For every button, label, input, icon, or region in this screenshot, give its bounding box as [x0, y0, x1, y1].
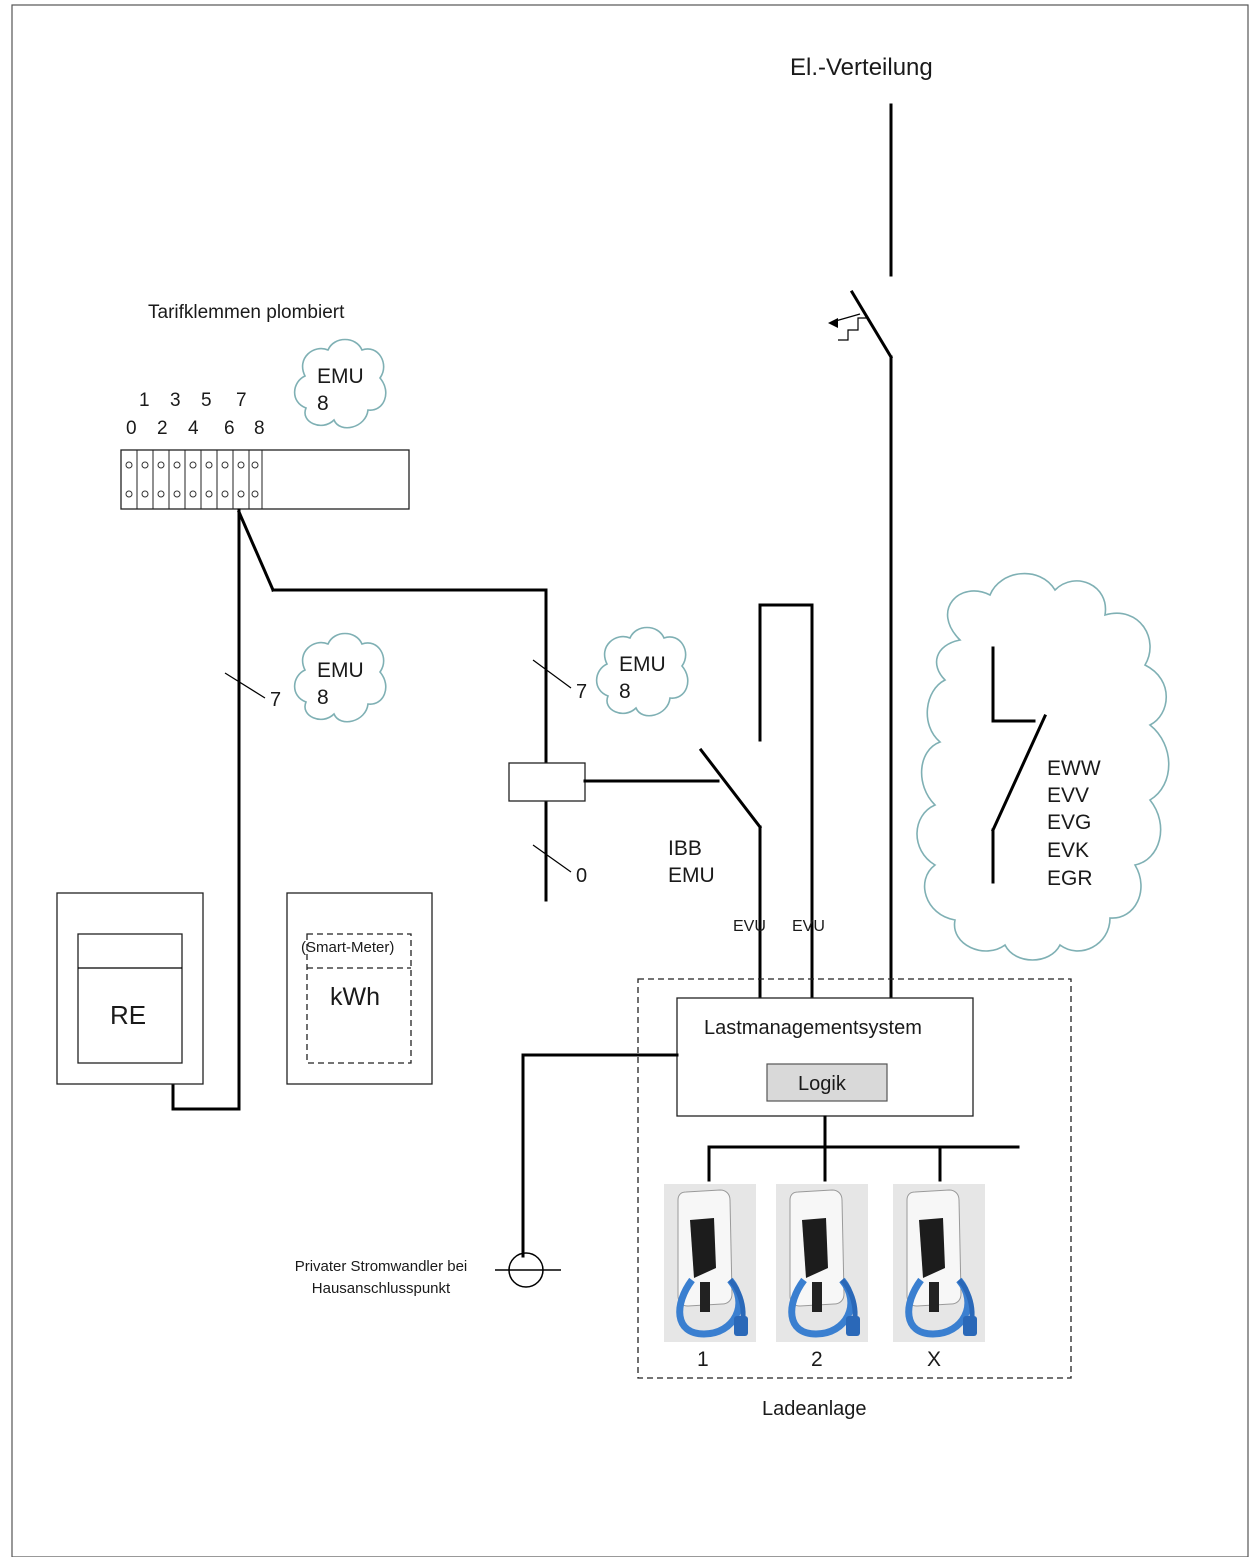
- kwh-label: kWh: [330, 983, 380, 1011]
- stromwandler-label: Privater Stromwandler bei: [295, 1258, 468, 1275]
- evu-label: EVU: [733, 918, 766, 935]
- ew-code: EVK: [1047, 839, 1089, 862]
- ew-switch-contact: [991, 646, 1047, 884]
- ew-signal-cloud: [916, 572, 1170, 961]
- current-transformer-icon: [495, 1252, 561, 1288]
- charger-label: X: [927, 1348, 941, 1371]
- stromwandler-label: Hausanschlusspunkt: [312, 1280, 451, 1297]
- el-verteilung-label: El.-Verteilung: [790, 54, 933, 81]
- lastmanagement-box: Lastmanagementsystem Logik: [676, 997, 974, 1117]
- page-frame: [11, 4, 1249, 1557]
- wallbox-icon: [664, 1184, 756, 1342]
- charger-bus: [707, 1115, 1020, 1182]
- cloud-label: EMU: [317, 365, 364, 388]
- terminal-number: 7: [236, 390, 247, 411]
- relay-contact: [583, 603, 814, 1002]
- wire-count-label: 0: [576, 865, 587, 887]
- wire-count-label: 7: [576, 681, 587, 703]
- cloud-label: 8: [317, 686, 329, 709]
- terminal-number: 4: [188, 418, 199, 439]
- terminal-numbers-bottom: 0 2 4 6 8: [126, 418, 265, 439]
- terminal-number: 3: [170, 390, 181, 411]
- tarifklemmen-title: Tarifklemmen plombiert: [148, 302, 345, 323]
- emu-cloud-top: EMU 8: [293, 338, 387, 429]
- ew-code: EVG: [1047, 811, 1091, 834]
- evu-label: EVU: [792, 918, 825, 935]
- ew-code: EVV: [1047, 784, 1089, 807]
- emu-cloud-left: EMU 8: [293, 632, 387, 723]
- cloud-label: EMU: [317, 659, 364, 682]
- wallbox-icon: [893, 1184, 985, 1342]
- circuit-breaker-icon: [828, 313, 868, 341]
- ew-code: EGR: [1047, 867, 1093, 890]
- wire-count-label: 7: [270, 689, 281, 711]
- ladeanlage-label: Ladeanlage: [762, 1398, 867, 1420]
- terminal-number: 2: [157, 418, 168, 439]
- re-label: RE: [110, 1000, 146, 1030]
- relay-coil: [508, 762, 586, 802]
- terminal-number: 8: [254, 418, 265, 439]
- ew-code: EWW: [1047, 757, 1101, 780]
- smart-meter-label: (Smart-Meter): [301, 939, 394, 956]
- terminal-number: 0: [126, 418, 137, 439]
- re-meter: RE: [56, 892, 204, 1085]
- charger-label: 1: [697, 1348, 709, 1371]
- cloud-label: 8: [317, 392, 329, 415]
- terminal-number: 6: [224, 418, 235, 439]
- charger-label: 2: [811, 1348, 823, 1371]
- emu-cloud-center: EMU 8: [595, 626, 689, 717]
- logic-label: Logik: [798, 1073, 847, 1095]
- control-wire-middle: [237, 510, 572, 902]
- ladeanlage-frame: [637, 978, 1072, 1379]
- ibb-label: IBB: [668, 837, 702, 860]
- terminal-strip: [120, 449, 410, 510]
- cloud-label: 8: [619, 680, 631, 703]
- terminal-number: 5: [201, 390, 212, 411]
- smart-meter: (Smart-Meter) kWh: [286, 892, 433, 1085]
- main-feeder-line: [849, 103, 894, 1002]
- ew-code-list: EWW EVV EVG EVK EGR: [1047, 757, 1101, 890]
- logic-box: [766, 1063, 888, 1102]
- ct-wire: [521, 1053, 679, 1258]
- terminal-numbers-top: 1 3 5 7: [139, 390, 247, 411]
- wallbox-icon: [776, 1184, 868, 1342]
- cloud-label: EMU: [619, 653, 666, 676]
- emu-label: EMU: [668, 864, 715, 887]
- terminal-number: 1: [139, 390, 150, 411]
- lastmanagement-title: Lastmanagementsystem: [704, 1017, 922, 1039]
